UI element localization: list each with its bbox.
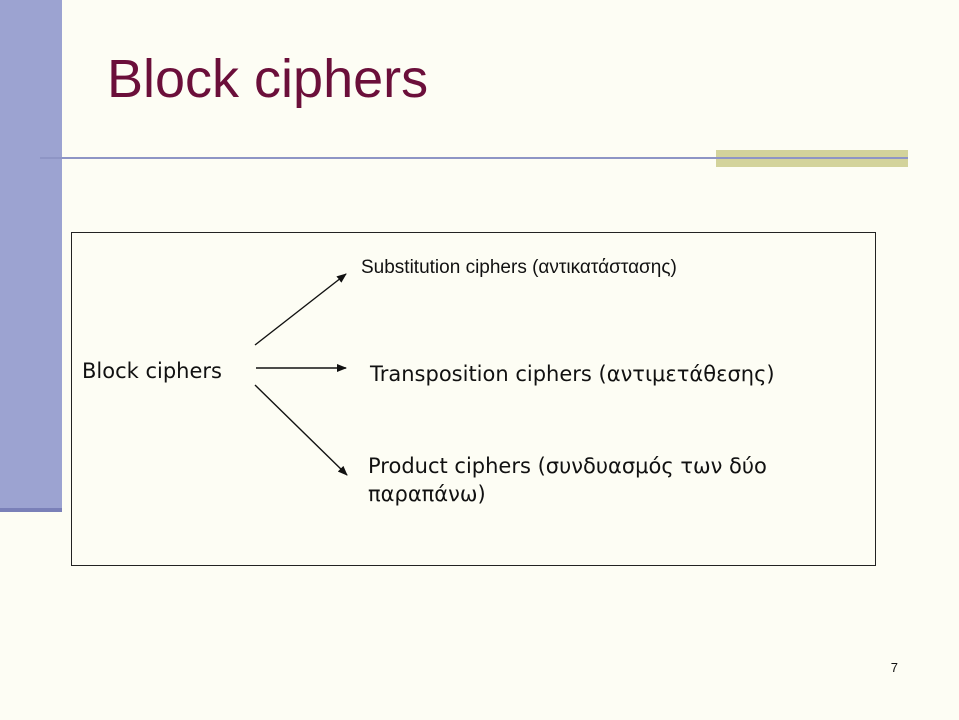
diagram-target-substitution: Substitution ciphers (αντικατάστασης) — [361, 257, 677, 278]
side-decoration-bar — [0, 0, 62, 512]
slide-title: Block ciphers — [107, 49, 429, 109]
diagram-source-label: Block ciphers — [82, 359, 222, 383]
title-accent-line — [716, 157, 908, 159]
title-divider — [40, 157, 908, 159]
page-number: 7 — [890, 660, 898, 675]
side-decoration-bar-edge — [0, 508, 62, 512]
diagram-target-transposition: Transposition ciphers (αντιμετάθεσης) — [370, 362, 775, 386]
diagram-frame — [71, 232, 876, 566]
diagram-target-product: Product ciphers (συνδυασμός των δύο παρα… — [368, 454, 767, 506]
